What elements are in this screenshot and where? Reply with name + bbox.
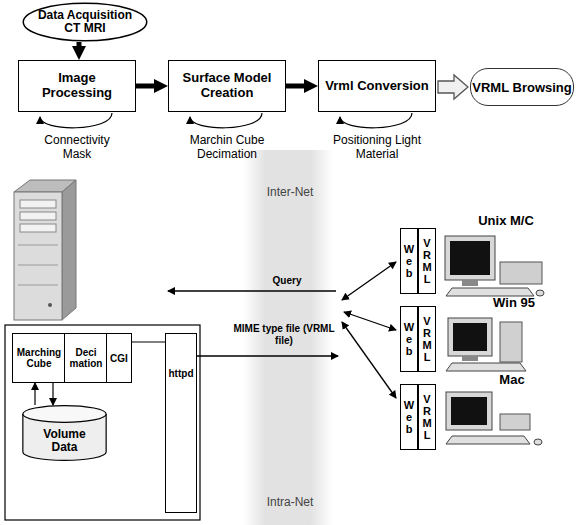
server-column: httpd — [165, 333, 197, 513]
text-label: Win 95 — [484, 296, 544, 311]
unix-computer — [445, 236, 544, 296]
client-layer: Web — [400, 384, 418, 450]
text-label: Mac — [492, 373, 532, 388]
module-box: Deci mation — [64, 333, 108, 383]
source-ellipse: Data Acquisition CT MRI — [22, 2, 148, 42]
process-box: Image Processing — [18, 60, 136, 112]
node-text: Image Processing — [23, 71, 131, 101]
node-text: Marching Cube — [14, 347, 64, 369]
node-text: VRML Browsing — [472, 80, 571, 95]
node-text: httpd — [169, 368, 194, 379]
client-layer: VRML — [418, 228, 436, 294]
mac-computer — [446, 392, 542, 445]
node-text: Surface Model Creation — [173, 71, 281, 101]
node-text: Web — [404, 321, 415, 357]
server-tower — [14, 180, 76, 320]
text-label: Positioning Light Material — [332, 134, 422, 162]
node-text: Web — [404, 399, 415, 435]
network-arrows — [168, 262, 396, 398]
pc-computer — [446, 318, 526, 371]
client-layer: Web — [400, 306, 418, 372]
terminal-box: VRML Browsing — [470, 68, 574, 106]
node-text: Volume Data — [40, 428, 90, 454]
flow-arrow — [132, 341, 165, 342]
node-text: Data Acquisition CT MRI — [32, 9, 138, 35]
client-layer: VRML — [418, 384, 436, 450]
server-housing — [5, 325, 200, 520]
client-layer: Web — [400, 228, 418, 294]
process-box: Vrml Conversion — [318, 60, 436, 112]
node-text: VRML — [422, 315, 433, 363]
node-text: CGI — [110, 353, 128, 364]
flow-arrow — [136, 84, 158, 89]
node-text: Deci mation — [66, 347, 106, 369]
node-text: VRML — [422, 237, 433, 285]
text-label: Query — [262, 275, 312, 287]
loop-arrows — [40, 113, 412, 128]
text-label: Intra-Net — [248, 496, 332, 510]
text-label: Marchin Cube Decimation — [182, 134, 272, 162]
node-text: Vrml Conversion — [325, 79, 428, 94]
module-box: Marching Cube — [12, 333, 66, 383]
node-text: VRML — [422, 393, 433, 441]
client-layer: VRML — [418, 306, 436, 372]
flow-arrow — [77, 42, 82, 50]
text-label: Connectivity Mask — [37, 134, 117, 162]
flow-arrow — [286, 84, 308, 89]
node-text: Web — [404, 243, 415, 279]
flow-arrow — [34, 383, 35, 405]
flow-arrow — [52, 383, 53, 405]
text-label: MIME type file (VRML file) — [232, 323, 336, 346]
block-arrow — [438, 75, 468, 99]
process-box: Surface Model Creation — [168, 60, 286, 112]
module-box: CGI — [106, 333, 132, 383]
text-label: Unix M/C — [466, 214, 546, 229]
database-cylinder: Volume Data — [22, 405, 107, 461]
text-label: Inter-Net — [248, 186, 332, 200]
